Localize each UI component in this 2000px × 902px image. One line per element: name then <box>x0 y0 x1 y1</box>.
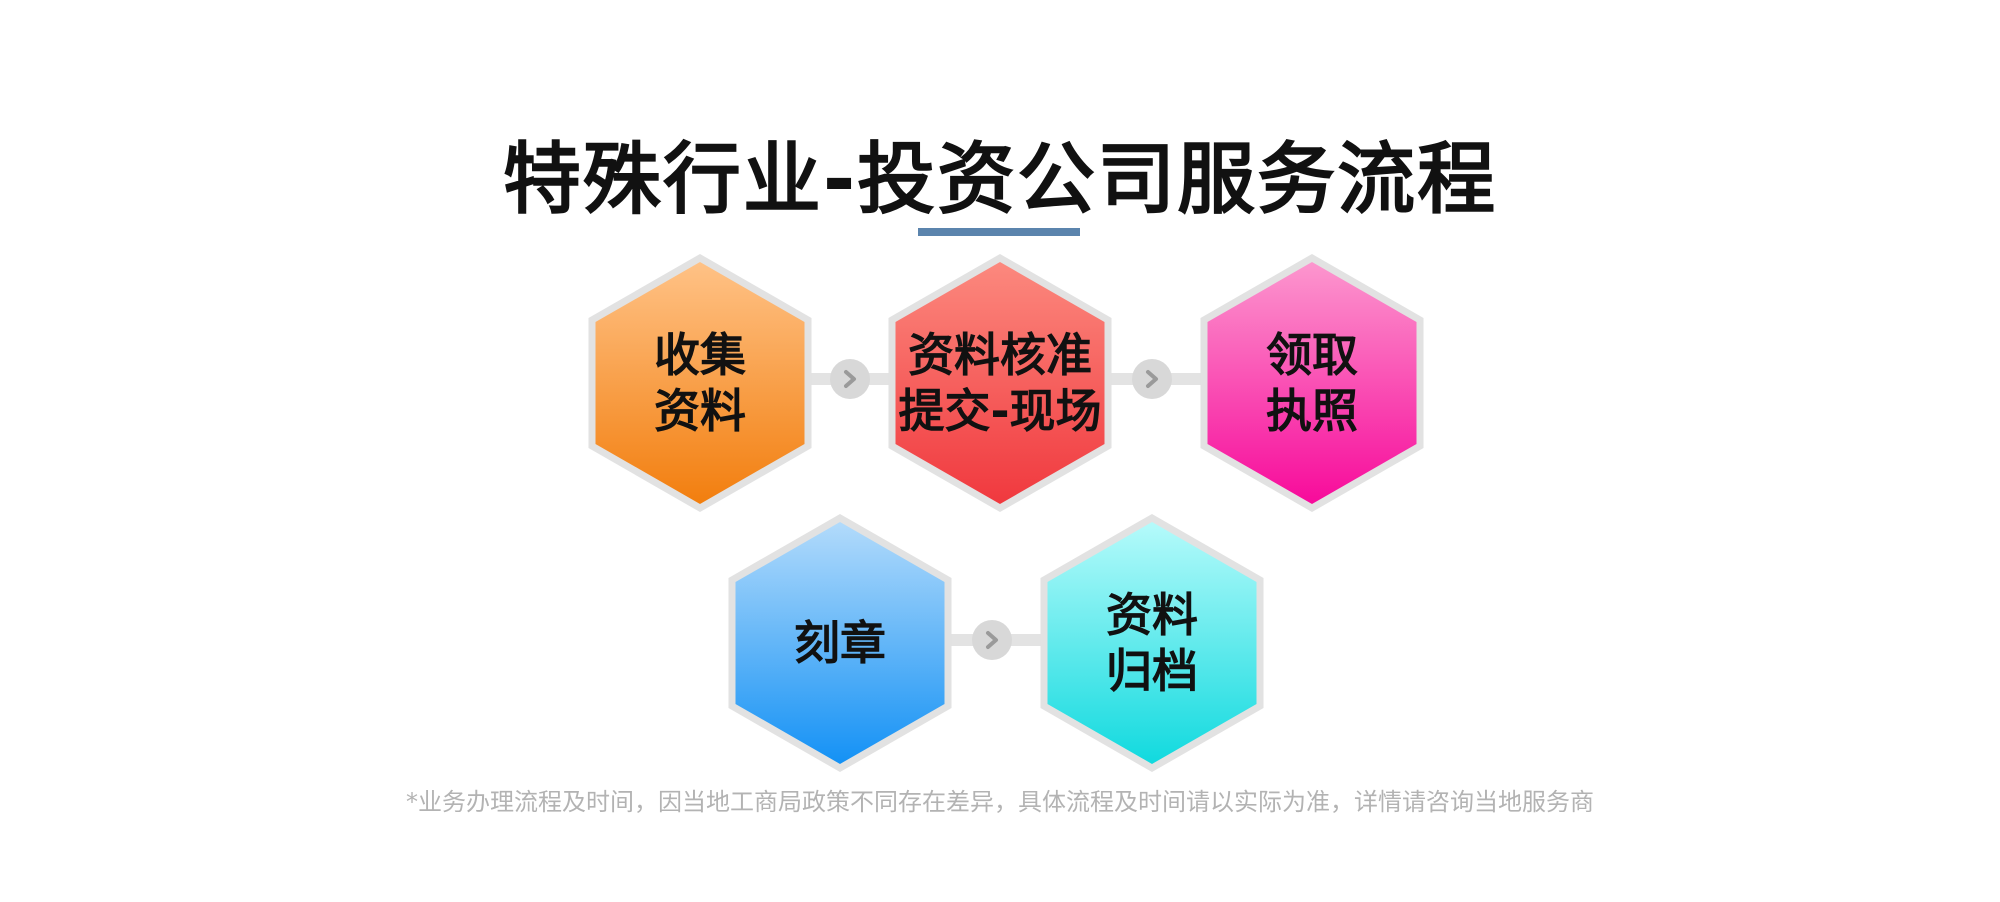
step-label: 刻章 <box>730 516 950 770</box>
step-receive-license: 领取 执照 <box>1200 253 1424 513</box>
step-label-line1: 资料核准 <box>908 328 1092 382</box>
footnote-disclaimer: *业务办理流程及时间，因当地工商局政策不同存在差异，具体流程及时间请以实际为准，… <box>406 788 1594 816</box>
step-label-line1: 收集 <box>654 328 746 382</box>
chevron-right-icon <box>830 359 870 399</box>
page-title: 特殊行业-投资公司服务流程 <box>502 135 1498 225</box>
hexagon-shape <box>728 513 952 773</box>
step-label-line2: 归档 <box>1106 644 1198 698</box>
chevron-right-icon <box>972 620 1012 660</box>
step-label-line2: 提交-现场 <box>898 384 1102 438</box>
step-label-line1: 刻章 <box>794 616 886 670</box>
title-underline <box>918 228 1080 236</box>
step-label-line2: 执照 <box>1266 384 1358 438</box>
hexagon-shape <box>888 253 1112 513</box>
step-review-submit: 资料核准 提交-现场 <box>888 253 1112 513</box>
step-label: 资料 归档 <box>1042 516 1262 770</box>
step-label: 资料核准 提交-现场 <box>890 256 1110 510</box>
chevron-right-icon <box>1132 359 1172 399</box>
step-label-line1: 资料 <box>1106 588 1198 642</box>
hexagon-shape <box>1200 253 1424 513</box>
step-collect-materials: 收集 资料 <box>588 253 812 513</box>
step-engrave-seal: 刻章 <box>728 513 952 773</box>
step-label-line2: 资料 <box>654 384 746 438</box>
step-label: 收集 资料 <box>590 256 810 510</box>
step-label-line1: 领取 <box>1266 328 1358 382</box>
step-archive-materials: 资料 归档 <box>1040 513 1264 773</box>
step-label: 领取 执照 <box>1202 256 1422 510</box>
hexagon-shape <box>588 253 812 513</box>
hexagon-shape <box>1040 513 1264 773</box>
